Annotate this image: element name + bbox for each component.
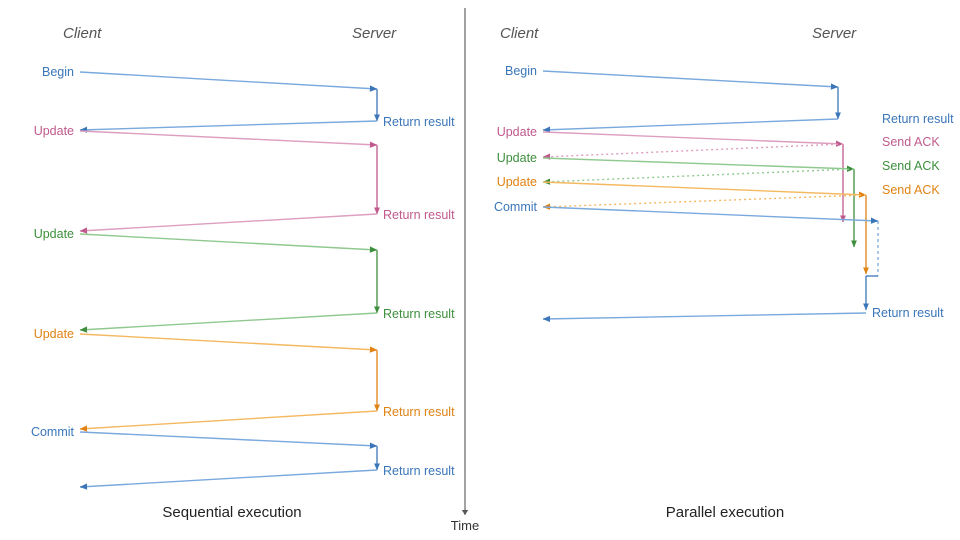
time-axis-arrowhead xyxy=(461,510,469,515)
left-message-ret3 xyxy=(79,312,378,333)
right-message-ack2 xyxy=(542,168,855,185)
left-message-begin xyxy=(79,71,378,92)
right-label-update3: Update xyxy=(497,175,537,189)
right-server-label-4: Return result xyxy=(872,306,944,320)
right-message-update3 xyxy=(542,181,867,198)
left-label-update3: Update xyxy=(34,327,74,341)
left-message-commit xyxy=(79,431,378,449)
right-message-ack1 xyxy=(542,143,844,160)
right-message-ack3 xyxy=(542,194,867,210)
left-label-ret2: Return result xyxy=(383,208,455,222)
left-message-update1 xyxy=(79,130,378,148)
left-message-update2 xyxy=(79,233,378,253)
left-message-ret5 xyxy=(79,469,378,490)
right-server-label-2: Send ACK xyxy=(882,159,940,173)
left-server-actor-label: Server xyxy=(352,25,397,42)
left-label-ret3: Return result xyxy=(383,307,455,321)
left-label-begin: Begin xyxy=(42,65,74,79)
left-label-update2: Update xyxy=(34,227,74,241)
left-label-ret4: Return result xyxy=(383,405,455,419)
right-label-update2: Update xyxy=(497,151,537,165)
right-message-begin xyxy=(542,70,839,90)
right-label-update1: Update xyxy=(497,125,537,139)
right-message-update2 xyxy=(542,157,855,172)
right-server-actor-label: Server xyxy=(812,25,857,42)
right-server-label-3: Send ACK xyxy=(882,183,940,197)
right-message-update1 xyxy=(542,131,844,147)
right-message-retfinal xyxy=(542,312,867,323)
right-label-commit: Commit xyxy=(494,200,538,214)
right-server-label-0: Return result xyxy=(882,112,954,126)
left-label-ret5: Return result xyxy=(383,464,455,478)
left-message-ret1 xyxy=(79,120,378,133)
left-label-commit: Commit xyxy=(31,425,75,439)
left-label-ret1: Return result xyxy=(383,115,455,129)
left-label-update1: Update xyxy=(34,124,74,138)
figure-chrome: Time Sequential execution Parallel executi… xyxy=(162,8,784,533)
panel-caption-0: Sequential execution xyxy=(162,504,301,521)
right-label-begin: Begin xyxy=(505,64,537,78)
left-message-ret2 xyxy=(79,213,378,234)
right-message-commit xyxy=(542,206,879,224)
left-client-actor-label: Client xyxy=(63,25,102,42)
left-message-update3 xyxy=(79,333,378,353)
time-axis-label: Time xyxy=(451,518,479,533)
right-client-actor-label: Client xyxy=(500,25,539,42)
right-server-label-1: Send ACK xyxy=(882,135,940,149)
right-message-ret0 xyxy=(542,118,839,133)
panel-caption-1: Parallel execution xyxy=(666,504,784,521)
left-message-ret4 xyxy=(79,410,378,432)
